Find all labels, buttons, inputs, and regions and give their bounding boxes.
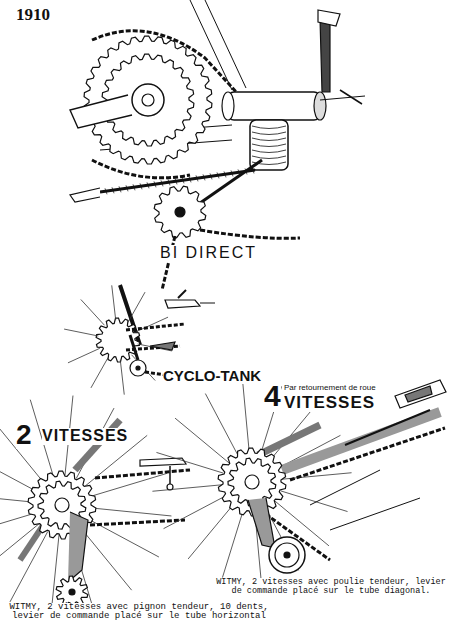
- spoke: [81, 528, 132, 590]
- label: 1910: [16, 6, 50, 24]
- label: Par retournement de roue: [284, 384, 376, 392]
- spoke: [92, 508, 172, 516]
- spoke: [281, 491, 348, 512]
- spoke: [152, 485, 222, 491]
- label: BI DIRECT: [160, 245, 257, 262]
- spoke: [120, 360, 124, 395]
- spoke: [205, 394, 238, 456]
- screw-thread: [105, 188, 107, 194]
- screw-thread: [182, 177, 184, 183]
- spoke: [0, 494, 32, 502]
- screw-thread: [203, 174, 205, 180]
- sprocket: [96, 318, 140, 362]
- spoke: [112, 285, 116, 320]
- screw-thread: [140, 183, 142, 189]
- witmy-pignon-drawing: [0, 396, 190, 615]
- spoke: [0, 514, 33, 537]
- spoke: [91, 357, 108, 387]
- screw-thread: [168, 179, 170, 185]
- label: 2: [16, 420, 32, 449]
- spoke: [68, 348, 100, 363]
- screw-thread: [133, 184, 135, 190]
- spoke: [0, 420, 43, 482]
- screw-thread: [175, 178, 177, 184]
- spring-coil: [252, 144, 286, 147]
- screw-thread: [161, 180, 163, 186]
- screw-thread: [224, 171, 226, 177]
- spoke: [188, 505, 233, 559]
- screw-thread: [217, 172, 219, 178]
- screw-thread: [189, 176, 191, 182]
- caption-text: WITMY, 2 vitesses avec pignon tendeur, 1…: [3, 603, 275, 622]
- label: 4: [264, 380, 281, 412]
- spoke: [0, 453, 36, 491]
- spoke: [164, 496, 226, 529]
- label: VITESSES: [42, 428, 128, 445]
- caption-text: WITMY, 2 vitesses avec poulie tendeur, l…: [210, 578, 452, 596]
- spoke: [0, 524, 39, 575]
- label: VITESSES: [284, 394, 375, 412]
- sprocket: [228, 458, 276, 506]
- spoke: [156, 452, 223, 473]
- spring-coil: [252, 138, 286, 141]
- screw-thread: [147, 182, 149, 188]
- screw-thread: [154, 181, 156, 187]
- spoke: [81, 299, 105, 325]
- spring-coil: [252, 150, 286, 153]
- screw-thread: [119, 186, 121, 192]
- screw-thread: [231, 170, 233, 176]
- spring-coil: [252, 126, 286, 129]
- screw-thread: [112, 187, 114, 193]
- spoke: [64, 329, 98, 336]
- screw-thread: [126, 185, 128, 191]
- label: CYCLO-TANK: [163, 368, 261, 384]
- spoke: [243, 382, 249, 452]
- bi-direct-drawing: [70, 0, 365, 290]
- spring-coil: [252, 132, 286, 135]
- spoke: [222, 511, 243, 578]
- sprocket: [154, 186, 206, 238]
- sprocket: [84, 36, 212, 164]
- screw-thread: [210, 173, 212, 179]
- spoke: [175, 418, 229, 463]
- spoke: [128, 292, 145, 322]
- screw-thread: [196, 175, 198, 181]
- spring-coil: [252, 156, 286, 159]
- witmy-poulie-drawing: [152, 380, 446, 582]
